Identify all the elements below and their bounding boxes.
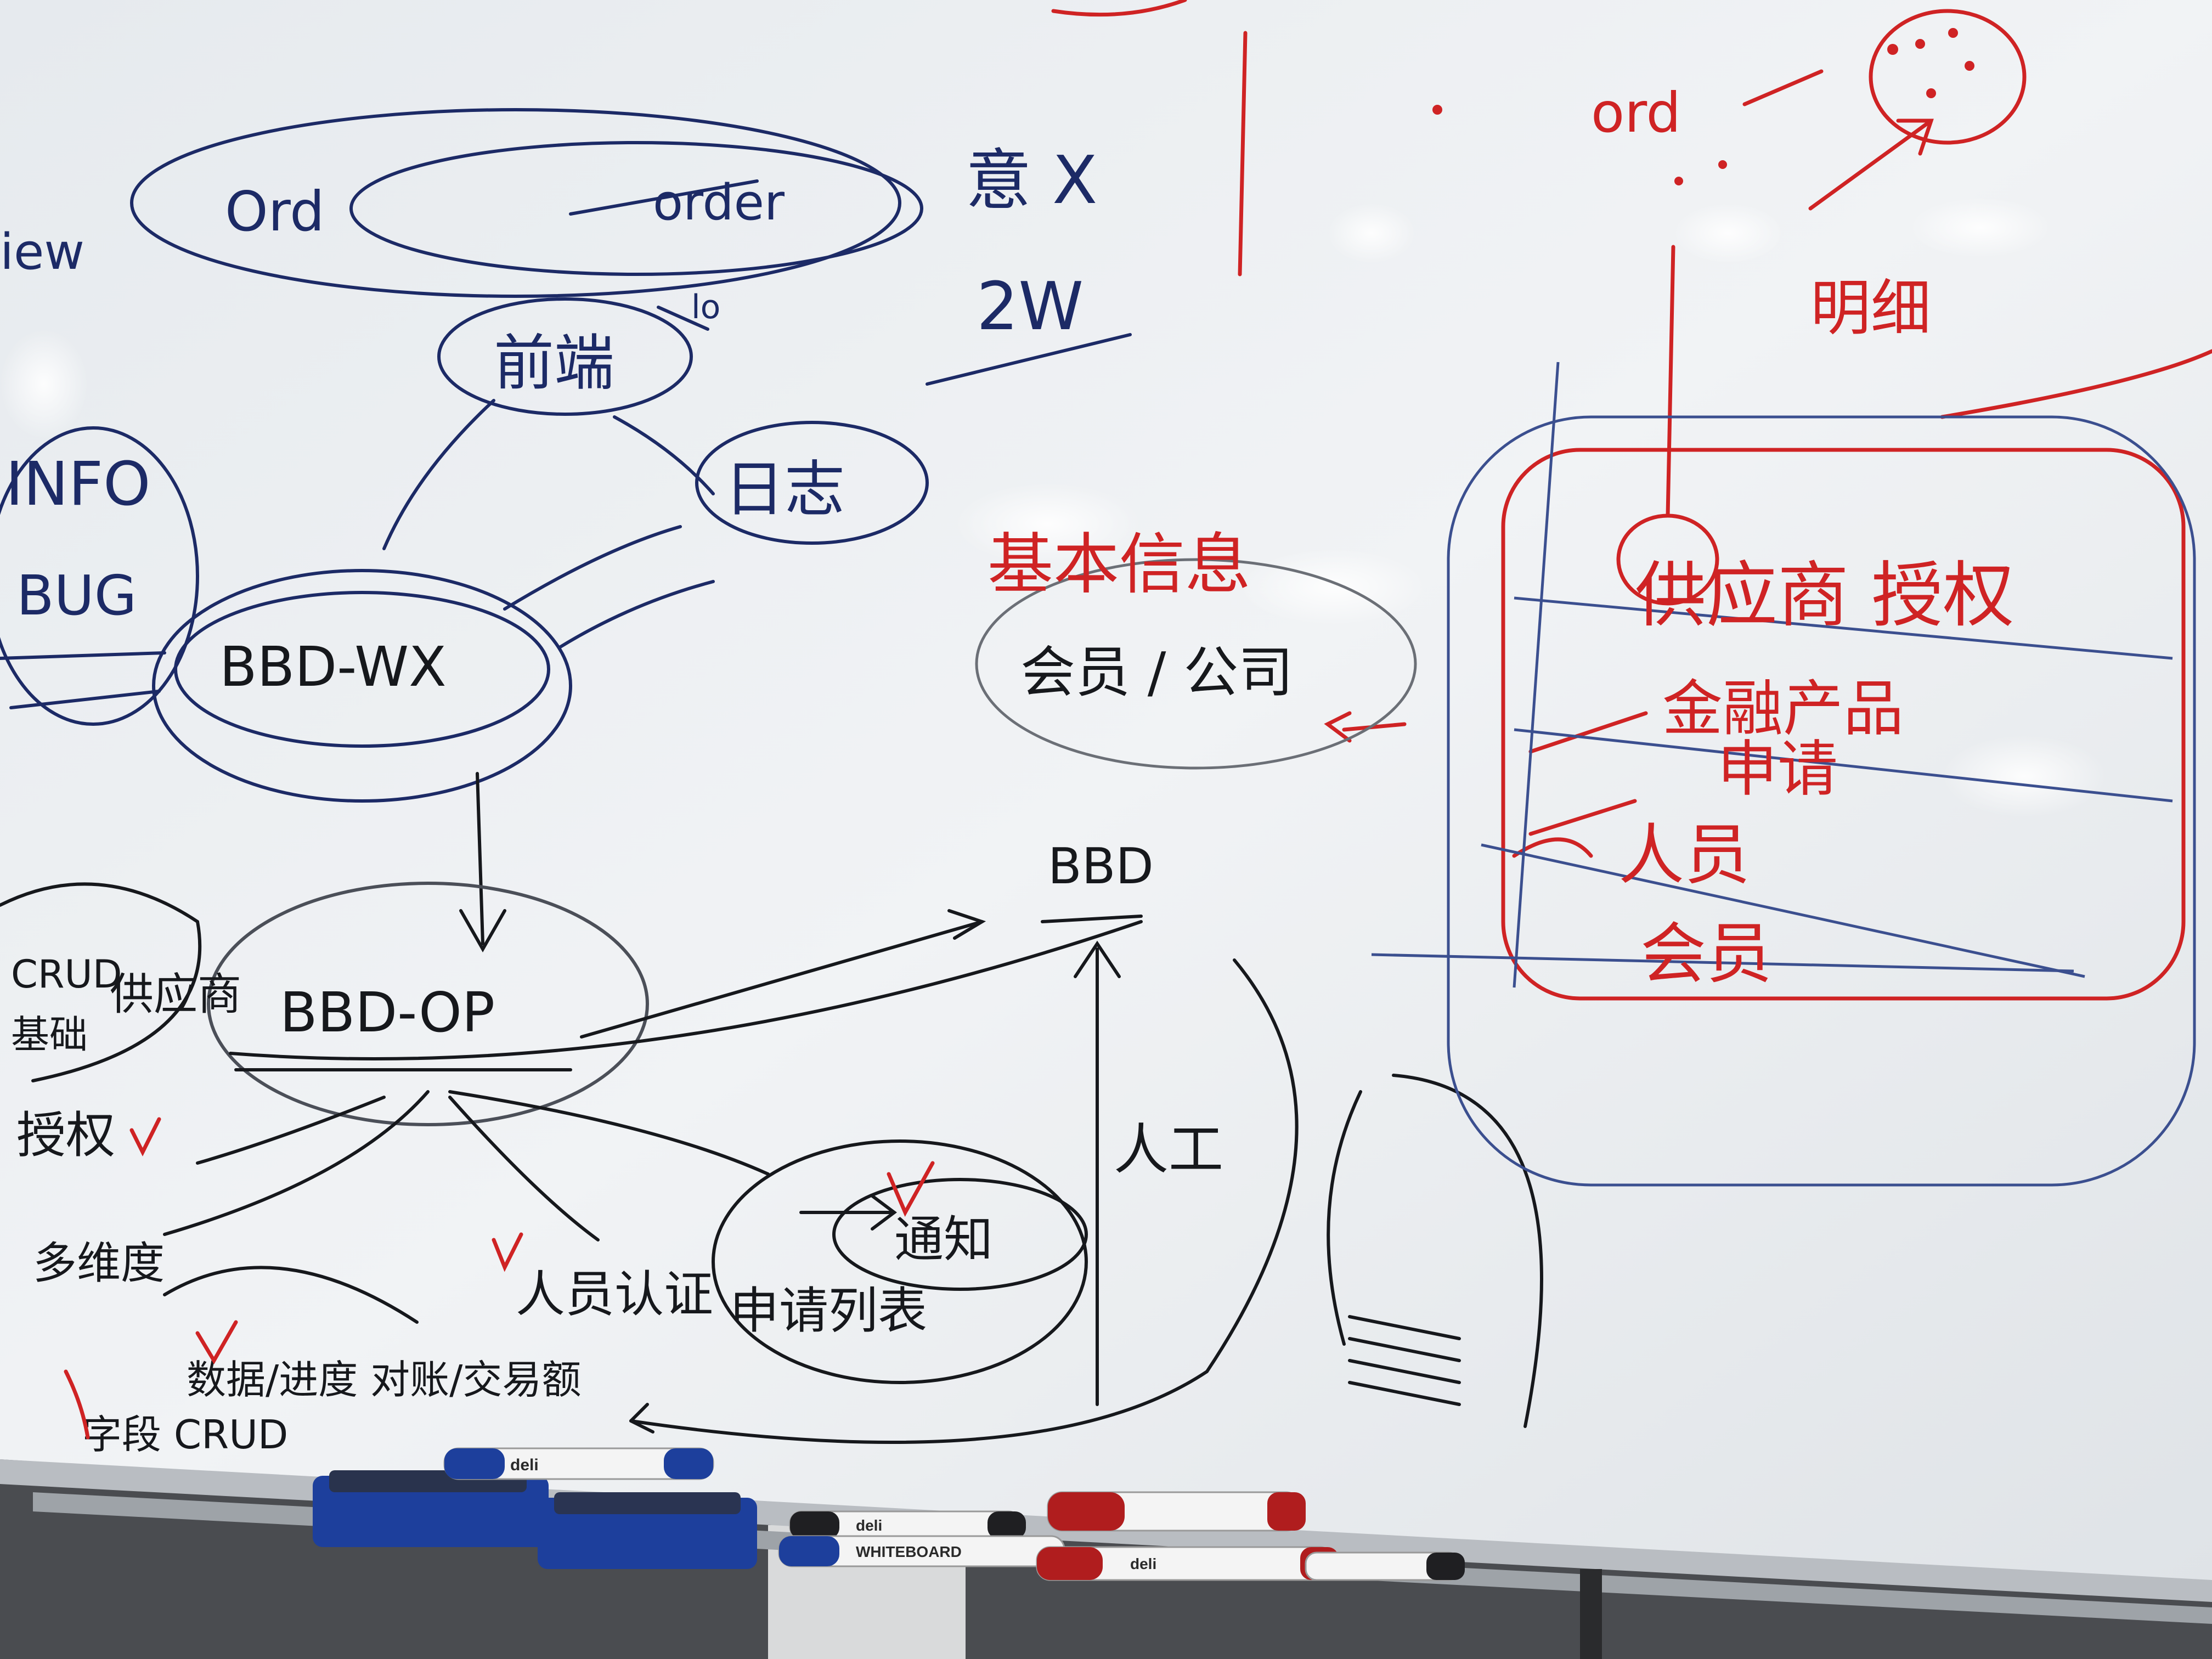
blue-ink-diagram — [0, 108, 1132, 803]
note-ord: Ord — [225, 179, 325, 244]
note-bug: BUG — [16, 563, 137, 628]
note-jinrong-chanpin: 金融产品 — [1662, 674, 1904, 744]
svg-text:WHITEBOARD: WHITEBOARD — [856, 1543, 962, 1560]
note-huiyuan: 会员 — [1640, 916, 1772, 992]
note-2w: 2W — [977, 269, 1084, 345]
note-qianduan: 前端 — [494, 328, 614, 398]
note-yi-x: 意 X — [966, 143, 1097, 219]
eraser-right — [538, 1492, 757, 1569]
svg-text:deli: deli — [856, 1517, 882, 1534]
note-ming-xi: 明细 — [1810, 273, 1931, 343]
note-view: iew — [0, 223, 84, 281]
marker-blue-2: WHITEBOARD — [778, 1535, 1065, 1567]
light-reflection — [1240, 549, 1426, 625]
red-ink-marks — [64, 0, 2212, 1440]
light-reflection — [1909, 198, 2052, 258]
marker-red-1 — [1047, 1491, 1306, 1532]
whiteboard-surface — [0, 0, 2212, 1585]
note-shiyu-crud: 字段 CRUD — [82, 1412, 288, 1458]
note-info: INFO — [5, 449, 151, 519]
light-reflection — [0, 329, 88, 439]
note-gongyingshang-shouquan: 供应商 授权 — [1635, 554, 2014, 637]
note-ord-top: ord — [1591, 81, 1681, 145]
light-reflection — [1673, 203, 1783, 263]
note-shuju: 数据/进度 对账/交易额 — [187, 1357, 581, 1403]
note-shenqing: 申请 — [1717, 734, 1838, 804]
svg-text:deli: deli — [1130, 1555, 1156, 1572]
note-rizhi: 日志 — [724, 454, 845, 524]
note-rengong: 人工 — [1114, 1118, 1223, 1182]
note-shenqing-liebiao: 申请列表 — [730, 1282, 927, 1340]
note-bbd-wx: BBD-WX — [219, 635, 447, 699]
svg-text:deli: deli — [510, 1456, 539, 1474]
note-renyuan-renzheng: 人员认证 — [516, 1266, 713, 1323]
marker-black-1: deli — [789, 1510, 1026, 1540]
note-duoweidu: 多维度 — [33, 1238, 165, 1289]
note-lo: lo — [691, 288, 720, 326]
black-ellipse-jiben — [975, 558, 1417, 770]
note-shouquan: 授权 — [16, 1107, 115, 1164]
note-crud: CRUD — [11, 952, 122, 997]
note-tongzhi: 通知 — [894, 1211, 993, 1268]
note-huiyuan-gongsi: 会员 / 公司 — [1020, 640, 1293, 704]
note-renyuan: 人员 — [1618, 817, 1750, 894]
light-reflection — [955, 483, 1141, 565]
stand-leg — [1580, 1569, 1602, 1659]
light-reflection — [1942, 735, 2107, 817]
light-reflection — [1328, 203, 1415, 263]
note-gongyingshang-left: 供应商 — [110, 969, 241, 1020]
note-jichu: 基础 — [11, 1012, 88, 1057]
eraser-left — [313, 1470, 549, 1547]
blue-right-box — [1371, 362, 2196, 1187]
note-bbd: BBD — [1048, 838, 1154, 895]
note-bbd-op: BBD-OP — [280, 980, 495, 1045]
black-ink-diagram — [0, 772, 1543, 1444]
marker-blue-top: deli — [443, 1447, 714, 1480]
note-order: order — [653, 174, 785, 232]
red-dots — [1432, 28, 1974, 185]
note-jiben-xinxi: 基本信息 — [988, 527, 1251, 603]
marker-black-2 — [1305, 1551, 1465, 1581]
marker-red-2: deli — [1036, 1546, 1339, 1581]
